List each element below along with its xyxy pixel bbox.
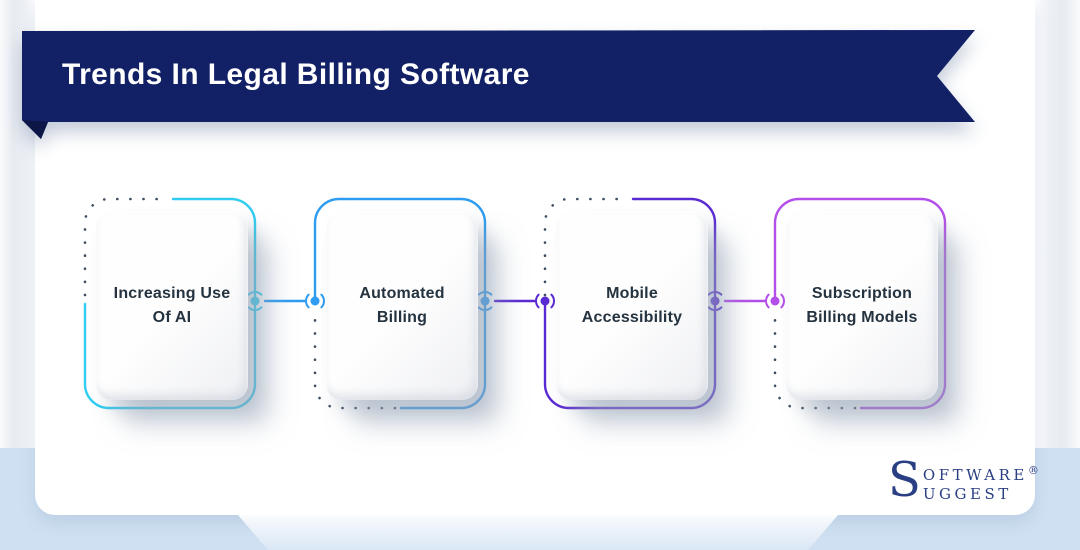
card-outline-segment — [477, 306, 493, 311]
light-beam — [238, 515, 838, 550]
card-outline-segment — [773, 311, 857, 410]
registered-mark-icon: ® — [1027, 464, 1039, 477]
card-outline-segment — [247, 291, 263, 296]
trend-card-label: Mobile Accessibility — [581, 284, 683, 326]
connector-node-icon — [480, 296, 490, 306]
card-outline-segment — [535, 293, 540, 309]
card-outline-segment — [313, 197, 487, 410]
card-outline-segment — [773, 197, 947, 410]
trend-card-label: Automated Billing — [359, 284, 445, 326]
card-outline-segment — [550, 293, 555, 309]
card-outline-segment — [83, 197, 257, 410]
card-outline-segment — [765, 293, 770, 309]
connector-node-icon — [540, 296, 550, 306]
trend-card: Mobile Accessibility — [556, 211, 708, 400]
title-ribbon — [22, 30, 975, 139]
connector-node-icon — [770, 296, 780, 306]
connector-node-icon — [250, 296, 260, 306]
trend-card-label: Subscription Billing Models — [806, 284, 918, 326]
right-margin-strip — [1035, 0, 1080, 448]
logo-initial: S — [888, 452, 921, 508]
card-outline-segment — [83, 197, 171, 297]
logo-line-top: OFTWARE® — [922, 464, 1039, 484]
card-outline-segment — [543, 197, 631, 297]
card-outline-segment — [313, 311, 397, 410]
logo-line-bottom: UGGEST — [922, 485, 1012, 503]
card-outline-segment — [247, 306, 263, 311]
card-outline-segment — [707, 291, 723, 296]
page-title: Trends In Legal Billing Software — [62, 58, 530, 91]
trend-card: Automated Billing — [326, 211, 478, 400]
connector-node-icon — [310, 296, 320, 306]
card-outline-segment — [780, 293, 785, 309]
card-outline-segment — [320, 293, 325, 309]
card-outline-segment — [543, 197, 717, 410]
connector-node-icon — [710, 296, 720, 306]
trend-card: Increasing Use Of AI — [96, 211, 248, 400]
card-outline-segment — [305, 293, 310, 309]
trend-card: Subscription Billing Models — [786, 211, 938, 400]
card-outline-segment — [477, 291, 493, 296]
softwaresuggest-logo: S OFTWARE® UGGEST — [888, 452, 1039, 508]
card-outline-segment — [707, 306, 723, 311]
trend-card-label: Increasing Use Of AI — [113, 284, 231, 326]
